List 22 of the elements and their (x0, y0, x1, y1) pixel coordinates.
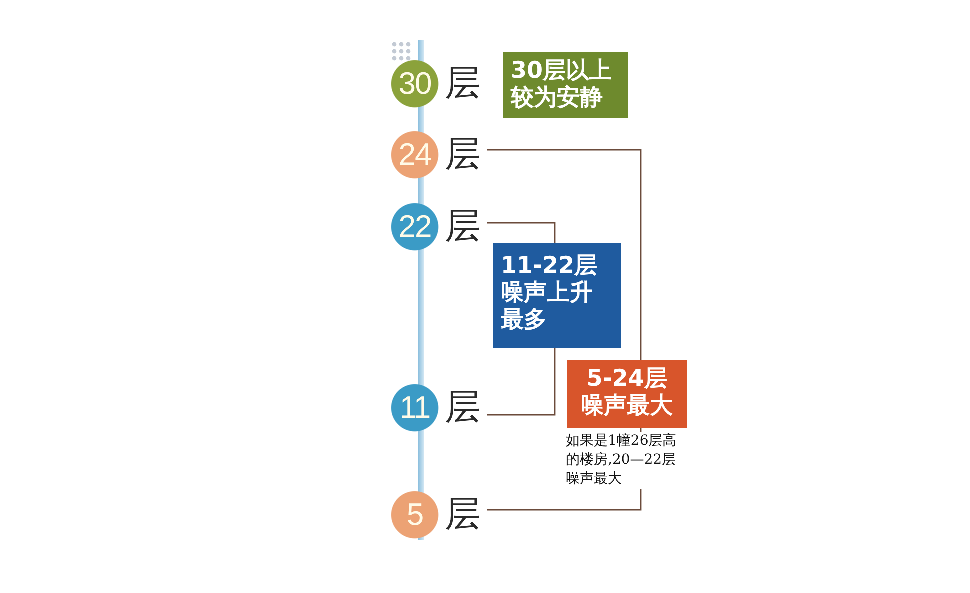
info-box (503, 52, 628, 118)
floor-unit-label: 层 (445, 207, 481, 247)
box-heading: 30层以上 (511, 58, 614, 85)
floor-number: 5 (406, 496, 424, 534)
floor-number: 24 (398, 136, 432, 174)
connector-line (487, 149, 642, 360)
connector-line (487, 222, 556, 243)
floor-unit-label: 层 (445, 388, 481, 428)
floor-number: 11 (398, 389, 432, 427)
box-heading: 11-22层 (501, 253, 599, 280)
box-text: 噪声上升最多 (501, 280, 594, 334)
floor-number: 30 (398, 65, 432, 103)
floor-unit-label: 层 (445, 64, 481, 104)
box-text: 较为安静 (511, 85, 604, 112)
connector-line (487, 348, 556, 416)
floor-unit-label: 层 (445, 495, 481, 535)
info-box (567, 360, 687, 428)
box-text: 噪声最大 (580, 393, 674, 420)
floor-number: 22 (398, 208, 432, 246)
box-heading: 5-24层 (586, 366, 668, 393)
floor-unit-label: 层 (445, 135, 481, 175)
info-box (493, 243, 621, 348)
